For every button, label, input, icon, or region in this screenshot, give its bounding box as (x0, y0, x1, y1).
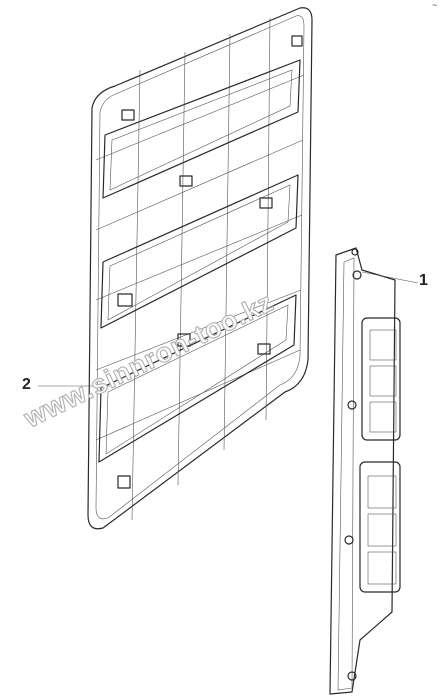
corner-mark: ~ (432, 0, 438, 10)
fastener-screws (344, 248, 362, 681)
window-opening-top (102, 59, 301, 199)
leader-line-1 (361, 271, 419, 284)
window-opening-bottom (98, 294, 297, 463)
window-opening-middle (100, 174, 299, 329)
vent-grille-lower (359, 461, 401, 593)
door-panel (87, 7, 313, 530)
panel-clips (117, 35, 303, 489)
vent-grille-upper (361, 317, 401, 441)
panel-grid-lines (95, 17, 305, 521)
callout-label-1: 1 (419, 272, 428, 289)
watermark: www.sinnron-too.kz (19, 287, 279, 434)
side-trim-strip (329, 247, 401, 695)
callout-label-2: 2 (22, 376, 31, 393)
